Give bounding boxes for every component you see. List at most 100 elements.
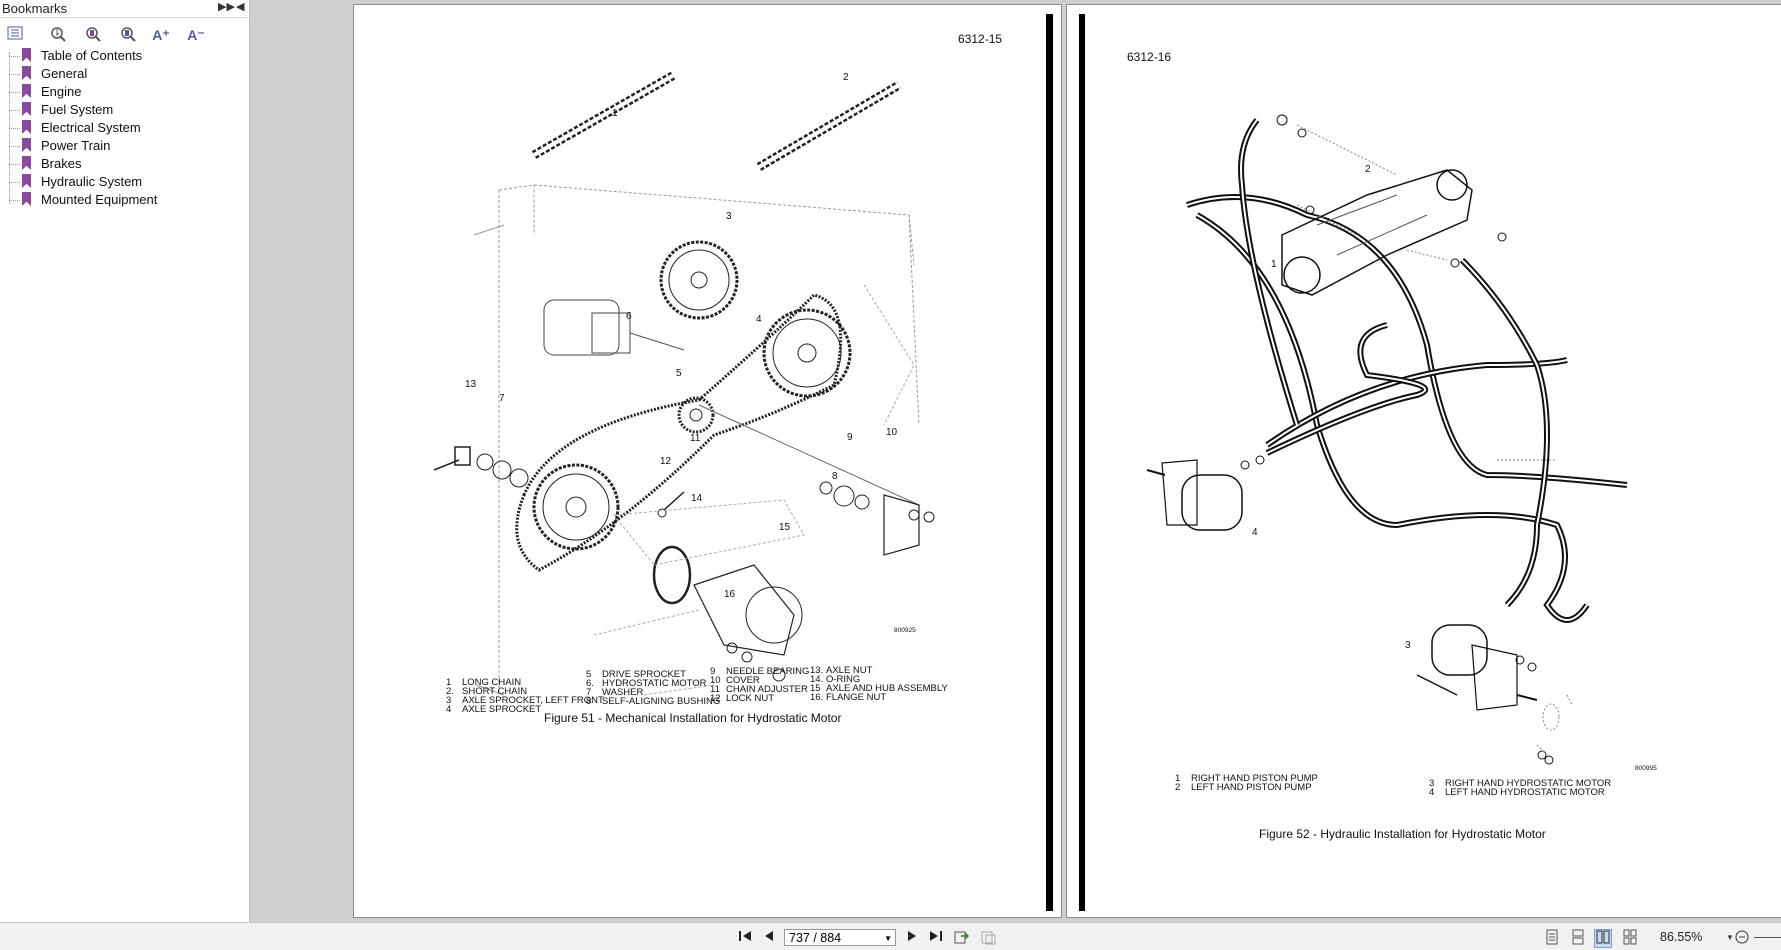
bookmark-delete-icon[interactable]	[118, 26, 138, 44]
font-decrease-icon[interactable]: A⁻	[187, 27, 205, 43]
tree-connector-tick	[9, 164, 20, 165]
figure-caption: Figure 51 - Mechanical Installation for …	[544, 711, 842, 725]
legend-text: SHORT CHAIN	[462, 686, 528, 697]
bookmark-label: Brakes	[41, 156, 82, 171]
bookmarks-panel-title: Bookmarks	[2, 1, 68, 16]
callout-number: 4	[756, 314, 762, 325]
legend-text: AXLE SPROCKET, LEFT FRONT	[462, 695, 604, 706]
legend-text: AXLE NUT	[826, 665, 873, 676]
callout-number: 3	[726, 211, 732, 222]
bookmark-item[interactable]: Table of Contents	[0, 47, 249, 65]
legend-entry: 2.SHORT CHAIN	[446, 686, 604, 697]
legend-number: 8	[586, 696, 592, 707]
legend-number: 1	[1175, 773, 1181, 784]
tree-connector-tick	[9, 110, 20, 111]
tree-connector-tick	[9, 146, 20, 147]
go-back-icon[interactable]	[953, 929, 970, 946]
legend-number: 14.	[810, 674, 824, 685]
page-border-bar	[1079, 14, 1085, 911]
callout-number: 7	[499, 393, 505, 404]
bookmarks-panel-header: Bookmarks ▶▶ ◀	[0, 0, 249, 18]
status-bar: 737 / 884 ▼ 86.55% ▼	[0, 922, 1781, 950]
collapse-panel-icon[interactable]: ◀	[236, 1, 245, 13]
tree-connector-tick	[9, 74, 20, 75]
go-forward-icon[interactable]	[980, 929, 996, 946]
bookmark-item[interactable]: Hydraulic System	[0, 173, 249, 191]
chevron-down-icon[interactable]: ▼	[884, 934, 892, 943]
bookmark-item[interactable]: Fuel System	[0, 101, 249, 119]
bookmark-icon	[22, 120, 31, 134]
next-page-icon[interactable]	[903, 929, 921, 945]
bookmark-find-icon[interactable]	[48, 26, 68, 44]
legend-text: AXLE SPROCKET	[462, 704, 542, 715]
callout-number: 15	[779, 522, 791, 533]
bookmark-icon	[22, 66, 31, 80]
expand-all-icon[interactable]	[5, 26, 25, 44]
expand-panel-icon[interactable]: ▶▶	[218, 1, 235, 13]
bookmark-item[interactable]: General	[0, 65, 249, 83]
callout-number: 2	[1365, 164, 1371, 175]
legend-number: 1	[446, 677, 452, 688]
legend-number: 5	[586, 669, 592, 680]
bookmark-item[interactable]: Mounted Equipment	[0, 191, 249, 209]
bookmark-item[interactable]: Engine	[0, 83, 249, 101]
tree-connector-tick	[9, 56, 20, 57]
bookmark-label: Table of Contents	[41, 48, 143, 63]
legend-number: 7	[586, 687, 592, 698]
tree-connector-tick	[9, 182, 20, 183]
legend-text: LEFT HAND HYDROSTATIC MOTOR	[1445, 787, 1605, 798]
last-page-icon[interactable]	[927, 929, 945, 945]
callout-number: 5	[676, 368, 682, 379]
two-page-continuous-view-icon[interactable]	[1622, 929, 1638, 946]
bookmark-icon	[22, 192, 31, 206]
bookmark-add-icon[interactable]	[83, 26, 103, 44]
bookmark-item[interactable]: Power Train	[0, 137, 249, 155]
legend-number: 9	[710, 666, 716, 677]
first-page-icon[interactable]	[736, 929, 754, 945]
zoom-slider[interactable]	[1754, 937, 1781, 938]
previous-page-icon[interactable]	[760, 929, 778, 945]
page-number-input[interactable]: 737 / 884 ▼	[784, 929, 896, 946]
bookmark-label: Power Train	[41, 138, 111, 153]
zoom-out-icon[interactable]	[1734, 929, 1750, 946]
page-6312-16: 6312-16	[1066, 4, 1781, 918]
legend-text: WASHER	[602, 687, 644, 698]
legend-number: 15	[810, 683, 821, 694]
callout-number: 1	[612, 108, 618, 119]
bookmark-item[interactable]: Brakes	[0, 155, 249, 173]
bookmark-label: Fuel System	[41, 102, 114, 117]
bookmark-item[interactable]: Electrical System	[0, 119, 249, 137]
callout-number: 4	[1252, 527, 1258, 538]
legend-entry: 16.FLANGE NUT	[810, 693, 948, 703]
callout-number: 14	[691, 493, 703, 504]
callout-number: 10	[886, 427, 898, 438]
legend-text: DRIVE SPROCKET	[602, 669, 686, 680]
two-page-view-icon[interactable]	[1594, 929, 1612, 948]
page-border-bar	[1046, 14, 1053, 911]
single-page-view-icon[interactable]	[1544, 929, 1560, 946]
font-increase-icon[interactable]: A⁺	[152, 27, 170, 43]
bookmark-label: Hydraulic System	[41, 174, 143, 189]
document-view[interactable]: 6312-15	[252, 0, 1781, 922]
continuous-view-icon[interactable]	[1570, 929, 1586, 946]
bookmark-icon	[22, 102, 31, 116]
tree-connector-tick	[9, 128, 20, 129]
callout-number: 9	[847, 432, 853, 443]
zoom-dropdown-icon[interactable]: ▼	[1726, 933, 1734, 942]
zoom-level[interactable]: 86.55%	[1660, 930, 1703, 944]
bookmark-label: Electrical System	[41, 120, 141, 135]
